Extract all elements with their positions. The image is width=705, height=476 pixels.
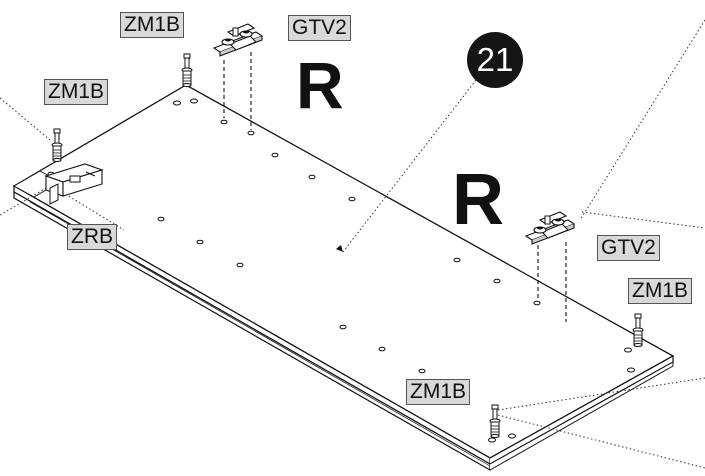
label-zm1b-left: ZM1B <box>44 79 109 105</box>
zrb-connector <box>44 163 104 205</box>
side-letter-right: R <box>452 160 504 240</box>
zm1b-fastener-right <box>632 313 644 347</box>
label-zm1b-bottom: ZM1B <box>406 379 471 405</box>
step-number-badge: 21 <box>467 32 523 88</box>
zm1b-fastener-top <box>181 53 193 87</box>
zm1b-fastener-left <box>51 128 63 162</box>
label-zm1b-top: ZM1B <box>120 12 185 38</box>
gtv2-bracket-right <box>525 211 575 245</box>
label-gtv2-top: GTV2 <box>288 15 351 41</box>
side-letter-top: R <box>296 48 344 122</box>
label-zrb: ZRB <box>67 224 117 250</box>
shelf-panel <box>12 84 675 472</box>
leader-lines <box>0 19 705 469</box>
label-zm1b-right: ZM1B <box>628 278 693 304</box>
dashed-guides <box>223 52 567 322</box>
label-gtv2-right: GTV2 <box>597 235 660 261</box>
arrow-head <box>336 245 343 252</box>
gtv2-bracket-top <box>213 23 263 57</box>
